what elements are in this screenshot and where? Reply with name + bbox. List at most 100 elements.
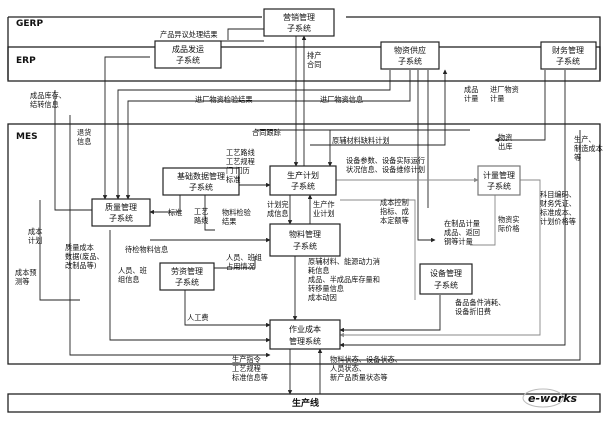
label-standard: 标准 <box>168 208 182 217</box>
process-route-line-2: 路线 <box>194 216 208 225</box>
label-product-qty: 成品计量 <box>464 85 478 103</box>
label-quality-cost-data: 质量成本数据(废品、改制品等) <box>65 243 104 270</box>
label-incoming-qty: 进厂物资计量 <box>490 85 519 103</box>
plan-completion-line-2: 成信息 <box>267 209 289 218</box>
label-equipment-params: 设备参数、设备实际运行状况信息、设备维修计划 <box>346 156 425 174</box>
material-actual-price-line-2: 际价格 <box>498 224 520 233</box>
materials-consumption-line-4: 转移量信息 <box>308 284 344 293</box>
node-shipping-line2: 子系统 <box>176 55 200 65</box>
returned-goods-line-2: 信息 <box>77 137 91 146</box>
node-finance-line2: 子系统 <box>556 56 580 66</box>
connectors <box>39 28 581 395</box>
quality-cost-data-line-2: 数据(废品、 <box>65 252 104 261</box>
label-product-metering: 在制品计量成品、返回钢等计量 <box>444 219 480 246</box>
product-qty-line-1: 成品 <box>464 85 478 94</box>
line-status-line-2: 人员状态、 <box>330 364 366 373</box>
label-labor-cost: 人工费 <box>187 313 209 322</box>
label-incoming-material-info: 进厂物资信息 <box>320 95 363 104</box>
cost-plan-line-1: 成本 <box>28 227 42 236</box>
label-cost-plan: 成本计划 <box>28 227 42 245</box>
node-planning-line1: 生产计划 <box>287 170 319 180</box>
node-quality[interactable]: 质量管理 子系统 <box>91 198 151 227</box>
label-material-actual-price: 物资实际价格 <box>498 215 520 233</box>
contract-tracking-line-1: 合同跟踪 <box>252 128 281 137</box>
node-material-mgmt[interactable]: 物料管理 子系统 <box>269 223 341 257</box>
label-materials-consumption: 原辅材料、能源动力消耗信息成品、半成品库存量和转移量信息成本动因 <box>308 257 380 302</box>
label-inventory-results: 成品库存、结转信息 <box>30 91 66 109</box>
node-labor-line2: 子系统 <box>175 277 199 287</box>
label-returned-goods: 退货信息 <box>77 128 91 146</box>
label-pending-inspection: 待检物料信息 <box>125 245 168 254</box>
standard-label-line-1: 标准 <box>168 208 182 217</box>
node-metering[interactable]: 计量管理 子系统 <box>477 165 521 196</box>
label-personnel-work-info: 人员、班组信息 <box>118 266 147 284</box>
cost-forecast-line-1: 成本预 <box>15 268 37 277</box>
cost-control-line-2: 指标、成 <box>380 207 409 216</box>
node-materials[interactable]: 物资供应 子系统 <box>380 41 440 70</box>
label-plan-completion: 计划完成信息 <box>267 200 289 218</box>
personnel-occupancy-line-1: 人员、班组 <box>226 253 262 262</box>
material-outbound-line-1: 物资 <box>498 133 512 142</box>
product-metering-line-1: 在制品计量 <box>444 219 480 228</box>
finance-subjects-line-4: 计划价格等 <box>540 217 576 226</box>
material-inspection-line-2: 结果 <box>222 217 236 226</box>
inventory-results-line-2: 结转信息 <box>30 100 59 109</box>
returned-goods-line-1: 退货 <box>77 128 91 137</box>
production-ops-plan-line-2: 业计划 <box>313 209 335 218</box>
incoming-inspection-line-1: 进厂物资检验结果 <box>195 95 253 104</box>
label-cost-forecast: 成本预测等 <box>15 268 37 286</box>
node-basic-data[interactable]: 基础数据管理 子系统 <box>162 167 240 196</box>
personnel-work-info-line-1: 人员、班 <box>118 266 147 275</box>
node-planning-line2: 子系统 <box>291 181 315 191</box>
production-manufacturing-costs-line-2: 制造成本 <box>574 144 603 153</box>
aux-material-plan-line-1: 原辅材料缺料计划 <box>332 136 390 145</box>
incoming-qty-line-2: 计量 <box>490 94 504 103</box>
label-personnel-occupancy: 人员、班组占用情况 <box>226 253 262 271</box>
edge-labels: 产品异议处理结果 成品库存、结转信息 排产合同 成品计量 进厂物资计量 进厂物资… <box>15 30 603 382</box>
node-planning[interactable]: 生产计划 子系统 <box>269 165 337 196</box>
finance-subjects-line-1: 科目编码、 <box>540 190 576 199</box>
node-material-mgmt-line2: 子系统 <box>293 241 317 251</box>
inventory-results-line-1: 成品库存、 <box>30 91 66 100</box>
node-material-mgmt-line1: 物料管理 <box>289 229 321 239</box>
production-line-label: 生产线 <box>292 397 319 409</box>
label-finance-subjects: 科目编码、财务凭证、标准成本、计划价格等 <box>540 190 576 226</box>
production-commands-line-3: 标准信息等 <box>232 373 268 382</box>
node-basic-data-line1: 基础数据管理 <box>177 171 225 181</box>
cost-forecast-line-2: 测等 <box>15 277 29 286</box>
node-quality-line1: 质量管理 <box>105 202 137 212</box>
node-labor-line1: 劳资管理 <box>171 266 203 276</box>
production-commands-line-2: 工艺规程 <box>232 364 261 373</box>
node-labor[interactable]: 劳资管理 子系统 <box>159 262 215 291</box>
node-sales[interactable]: 营销管理 子系统 <box>263 8 335 37</box>
cost-control-line-3: 本定额等 <box>380 216 409 225</box>
label-cost-control: 成本控制指标、成本定额等 <box>380 198 409 225</box>
quality-cost-data-line-1: 质量成本 <box>65 243 94 252</box>
label-process-route: 工艺路线 <box>194 207 208 225</box>
pending-inspection-line-1: 待检物料信息 <box>125 245 168 254</box>
line-status-line-3: 新产品质量状态等 <box>330 373 388 382</box>
node-finance-line1: 财务管理 <box>552 45 584 55</box>
label-process-routes: 工艺路线工艺规程门 门历标准 <box>226 148 255 184</box>
node-finance[interactable]: 财务管理 子系统 <box>540 41 597 70</box>
materials-consumption-line-1: 原辅材料、能源动力消 <box>308 257 380 266</box>
node-operation[interactable]: 作业成本 管理系统 <box>269 319 341 350</box>
material-inspection-line-1: 物料检验 <box>222 208 251 217</box>
line-status-line-1: 物料状态、设备状态、 <box>330 355 402 364</box>
production-manufacturing-costs-line-3: 等 <box>574 153 581 162</box>
label-sales-orders: 排产合同 <box>307 51 321 69</box>
label-production-commands: 生产指令工艺规程标准信息等 <box>232 355 268 382</box>
node-equipment[interactable]: 设备管理 子系统 <box>419 263 473 295</box>
material-actual-price-line-1: 物资实 <box>498 215 520 224</box>
plan-completion-line-1: 计划完 <box>267 200 289 209</box>
node-shipping[interactable]: 成品发运 子系统 <box>154 40 222 69</box>
equipment-params-line-1: 设备参数、设备实际运行 <box>346 156 425 165</box>
label-aux-material-plan: 原辅材料缺料计划 <box>332 136 390 145</box>
production-manufacturing-costs-line-1: 生产、 <box>574 135 596 144</box>
label-contract-tracking: 合同跟踪 <box>252 128 281 137</box>
sales-orders-line-2: 合同 <box>307 60 321 69</box>
labor-cost-line-1: 人工费 <box>187 313 209 322</box>
materials-consumption-line-5: 成本动因 <box>308 293 337 302</box>
incoming-qty-line-1: 进厂物资 <box>490 85 519 94</box>
process-routes-line-2: 工艺规程 <box>226 157 255 166</box>
